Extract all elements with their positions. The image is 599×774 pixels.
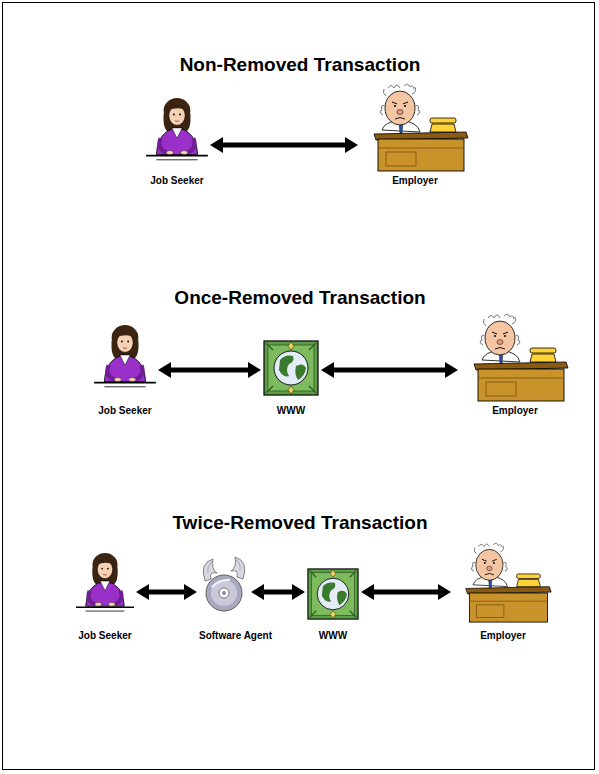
party-node: WWW xyxy=(307,568,359,641)
seeker-icon xyxy=(94,322,156,394)
agent-icon xyxy=(199,553,249,615)
arrow-head xyxy=(184,584,197,600)
node-label: WWW xyxy=(307,630,359,641)
arrow-head xyxy=(248,362,261,378)
node-label: Employer xyxy=(453,630,553,641)
double-arrow xyxy=(136,584,197,600)
arrow-head xyxy=(345,137,358,153)
node-label: Job Seeker xyxy=(94,405,156,416)
arrow-head xyxy=(321,362,334,378)
arrow-head xyxy=(438,584,451,600)
party-node: Job Seeker xyxy=(76,550,134,641)
section-heading: Twice-Removed Transaction xyxy=(172,512,427,534)
arrow-head xyxy=(136,584,149,600)
seeker-icon xyxy=(76,550,134,618)
party-node: Employer xyxy=(460,312,570,416)
double-arrow xyxy=(251,584,305,600)
node-label: Job Seeker xyxy=(76,630,134,641)
double-arrow xyxy=(210,137,358,153)
double-arrow xyxy=(321,362,458,378)
arrow-head xyxy=(445,362,458,378)
arrow-head xyxy=(210,137,223,153)
party-node: Employer xyxy=(453,540,553,641)
party-node: Job Seeker xyxy=(94,322,156,416)
arrow-head xyxy=(251,584,264,600)
employer-icon xyxy=(460,312,570,404)
node-label: Software Agent xyxy=(199,630,249,641)
party-node: Job Seeker xyxy=(146,95,208,186)
arrow-head xyxy=(361,584,374,600)
double-arrow xyxy=(158,362,261,378)
double-arrow xyxy=(361,584,451,600)
node-label: Employer xyxy=(360,175,470,186)
arrow-shaft xyxy=(221,143,347,148)
arrow-shaft xyxy=(147,590,186,595)
node-label: Employer xyxy=(460,405,570,416)
party-node: Employer xyxy=(360,82,470,186)
arrow-shaft xyxy=(169,368,250,373)
employer-icon xyxy=(360,82,470,174)
seeker-icon xyxy=(146,95,208,167)
arrow-head xyxy=(158,362,171,378)
party-node: Software Agent xyxy=(199,553,249,641)
www-icon xyxy=(307,568,359,620)
party-node: WWW xyxy=(263,340,319,416)
node-label: WWW xyxy=(263,405,319,416)
section-heading: Once-Removed Transaction xyxy=(174,287,425,309)
arrow-shaft xyxy=(262,590,294,595)
employer-icon xyxy=(453,540,553,626)
arrow-head xyxy=(292,584,305,600)
www-icon xyxy=(263,340,319,396)
section-heading: Non-Removed Transaction xyxy=(180,54,421,76)
node-label: Job Seeker xyxy=(146,175,208,186)
arrow-shaft xyxy=(332,368,447,373)
arrow-shaft xyxy=(372,590,440,595)
